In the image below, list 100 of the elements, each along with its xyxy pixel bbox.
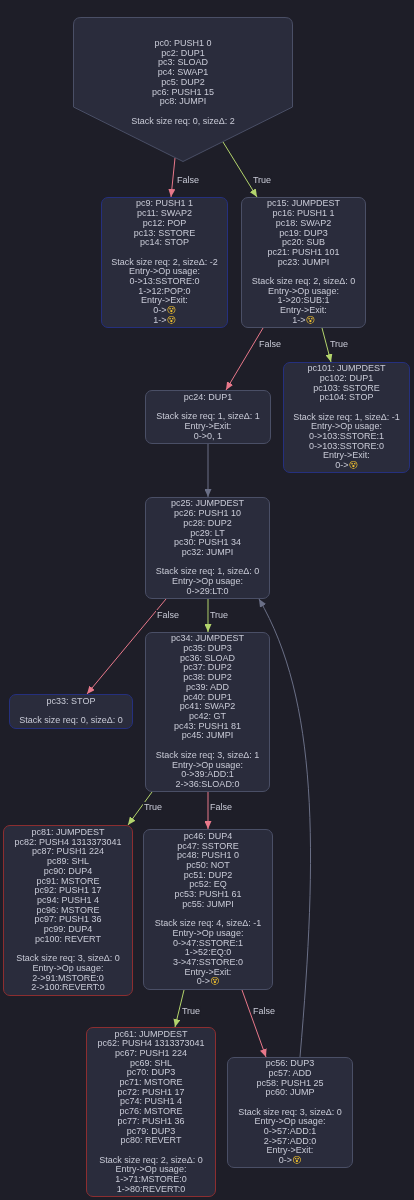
instruction-text: pc67: PUSH1 224 (114, 1048, 187, 1059)
stack-info-text: Stack size req: 2, sizeΔ: 0 (99, 1155, 203, 1165)
stack-info-text: 0->29:LT:0 (186, 586, 229, 597)
edge-label: False (209, 802, 233, 812)
instruction-text: pc29: LT (190, 528, 225, 538)
stack-info-text: Stack size req: 1, sizeΔ: 1 (156, 412, 260, 422)
stack-info-text: 3->47:SSTORE:0 (172, 958, 244, 968)
instruction-text: pc99: DUP4 (43, 925, 93, 935)
instruction-text: pc46: DUP4 (183, 831, 233, 842)
instruction-text: pc104: STOP (319, 393, 374, 403)
arrow (241, 989, 267, 1058)
code-block-box (86, 1027, 216, 1197)
instruction-text: pc16: PUSH1 1 (272, 209, 335, 219)
instruction-text: pc32: JUMPI (181, 548, 234, 558)
edge-label: True (142, 802, 164, 812)
instruction-text: pc5: DUP2 (161, 77, 205, 88)
instruction-text: pc92: PUSH1 17 (34, 886, 102, 896)
stack-info-text: 0->0, 1 (193, 431, 223, 442)
stack-info-text: Entry->Op usage: (172, 577, 243, 587)
stack-info-text: Stack size req: 3, sizeΔ: 1 (155, 750, 260, 761)
edge-label: False (176, 175, 200, 185)
edge-label: True (251, 175, 273, 185)
instruction-text: pc20: SUB (282, 238, 325, 248)
instruction-text: pc25: JUMPDEST (171, 499, 244, 510)
instruction-text: pc60: JUMP (265, 1088, 315, 1098)
instruction-text: pc103: SSTORE (313, 383, 380, 394)
stack-info-text: Entry->Exit: (141, 296, 188, 307)
instruction-text: pc30: PUSH1 34 (173, 538, 241, 548)
stack-info-text: 0->57:ADD:1 (263, 1127, 317, 1137)
edge-label: False (156, 610, 180, 620)
instruction-text: pc15: JUMPDEST (267, 199, 340, 210)
stack-info-text: Entry->Exit: (323, 451, 370, 462)
instruction-text: pc87: PUSH1 224 (31, 847, 104, 858)
stack-info-text: Stack size req: 4, sizeΔ: -1 (154, 919, 262, 929)
stack-info-text: 0->103:SSTORE:1 (308, 432, 385, 442)
stack-info-text: Entry->Op usage: (172, 760, 243, 770)
instruction-text: pc58: PUSH1 25 (256, 1078, 324, 1089)
arrow (204, 598, 212, 633)
instruction-text: pc36: SLOAD (180, 653, 235, 664)
instruction-text: pc80: REVERT (120, 1136, 182, 1146)
instruction-text: pc9: PUSH1 1 (136, 199, 193, 210)
dizzy-face-icon: 😵 (291, 1155, 302, 1166)
arrow (204, 791, 212, 830)
instruction-text: pc40: DUP1 (183, 692, 232, 703)
stack-info-text: 1->12:POP:0 (138, 286, 191, 296)
instruction-text: pc53: PUSH1 61 (174, 890, 242, 900)
stack-info-text: Stack size req: 2, sizeΔ: -2 (111, 257, 218, 267)
instruction-text: pc28: DUP2 (183, 518, 232, 529)
instruction-text: pc38: DUP2 (183, 673, 232, 683)
stack-info-text: 1-> (292, 314, 306, 325)
edge-label: False (258, 339, 282, 349)
instruction-text: pc47: SSTORE (177, 841, 239, 851)
instruction-text: pc33: STOP (46, 696, 96, 707)
edge-label: True (180, 1006, 202, 1016)
instruction-text: pc97: PUSH1 36 (34, 915, 102, 926)
instruction-text: pc89: SHL (47, 857, 89, 867)
code-block-box (241, 197, 366, 328)
edge-label: True (328, 339, 350, 349)
instruction-text: pc90: DUP4 (43, 866, 93, 877)
stack-info-text: 0-> (196, 976, 210, 987)
stack-info-text: Entry->Op usage: (254, 1117, 326, 1128)
instruction-text: pc81: JUMPDEST (31, 828, 105, 838)
stack-info-text: Stack size req: 3, sizeΔ: 0 (16, 954, 120, 964)
instruction-text: pc39: ADD (186, 682, 229, 693)
instruction-text: pc12: POP (142, 218, 187, 229)
instruction-text: pc42: GT (189, 712, 226, 722)
stack-info-text: 0->39:ADD:1 (181, 770, 234, 780)
instruction-text: pc76: MSTORE (119, 1107, 183, 1117)
instruction-text: pc26: PUSH1 10 (173, 509, 241, 519)
stack-info-text: Entry->Op usage: (268, 286, 339, 297)
code-block-box (3, 825, 133, 996)
instruction-text: pc34: JUMPDEST (171, 634, 244, 645)
dizzy-face-icon: 😵 (209, 976, 220, 987)
instruction-text: pc70: DUP3 (126, 1068, 176, 1079)
arrow (86, 598, 167, 695)
stack-info-text: Entry->Op usage: (32, 963, 104, 974)
stack-info-text: Stack size req: 0, sizeΔ: 2 (131, 116, 235, 127)
instruction-text: pc24: DUP1 (183, 392, 233, 403)
stack-info-text: Stack size req: 3, sizeΔ: 0 (238, 1107, 342, 1117)
instruction-text: pc51: DUP2 (183, 870, 233, 881)
instruction-text: pc37: DUP2 (183, 663, 232, 674)
instruction-text: pc8: JUMPI (159, 97, 207, 107)
arrow (225, 327, 264, 391)
instruction-text: pc69: SHL (130, 1058, 172, 1068)
stack-info-text: Entry->Exit: (184, 421, 232, 432)
instruction-text: pc11: SWAP2 (137, 209, 192, 219)
stack-info-text: Entry->Exit: (280, 306, 327, 316)
stack-info-text: Stack size req: 1, sizeΔ: -1 (293, 412, 400, 422)
arrow (127, 791, 153, 826)
instruction-text: pc102: DUP1 (319, 373, 374, 384)
dizzy-face-icon: 😵 (348, 460, 358, 471)
instruction-text: pc55: JUMPI (182, 899, 234, 910)
code-block-box (9, 694, 133, 729)
instruction-text: pc56: DUP3 (265, 1059, 315, 1069)
instruction-text: pc3: SLOAD (158, 58, 208, 69)
pentagon-block (73, 17, 293, 162)
code-block-box (101, 197, 228, 328)
instruction-text: pc79: DUP3 (126, 1126, 176, 1136)
stack-info-text: 2->36:SLOAD:0 (175, 779, 240, 790)
instruction-text: pc6: PUSH1 15 (151, 87, 214, 98)
